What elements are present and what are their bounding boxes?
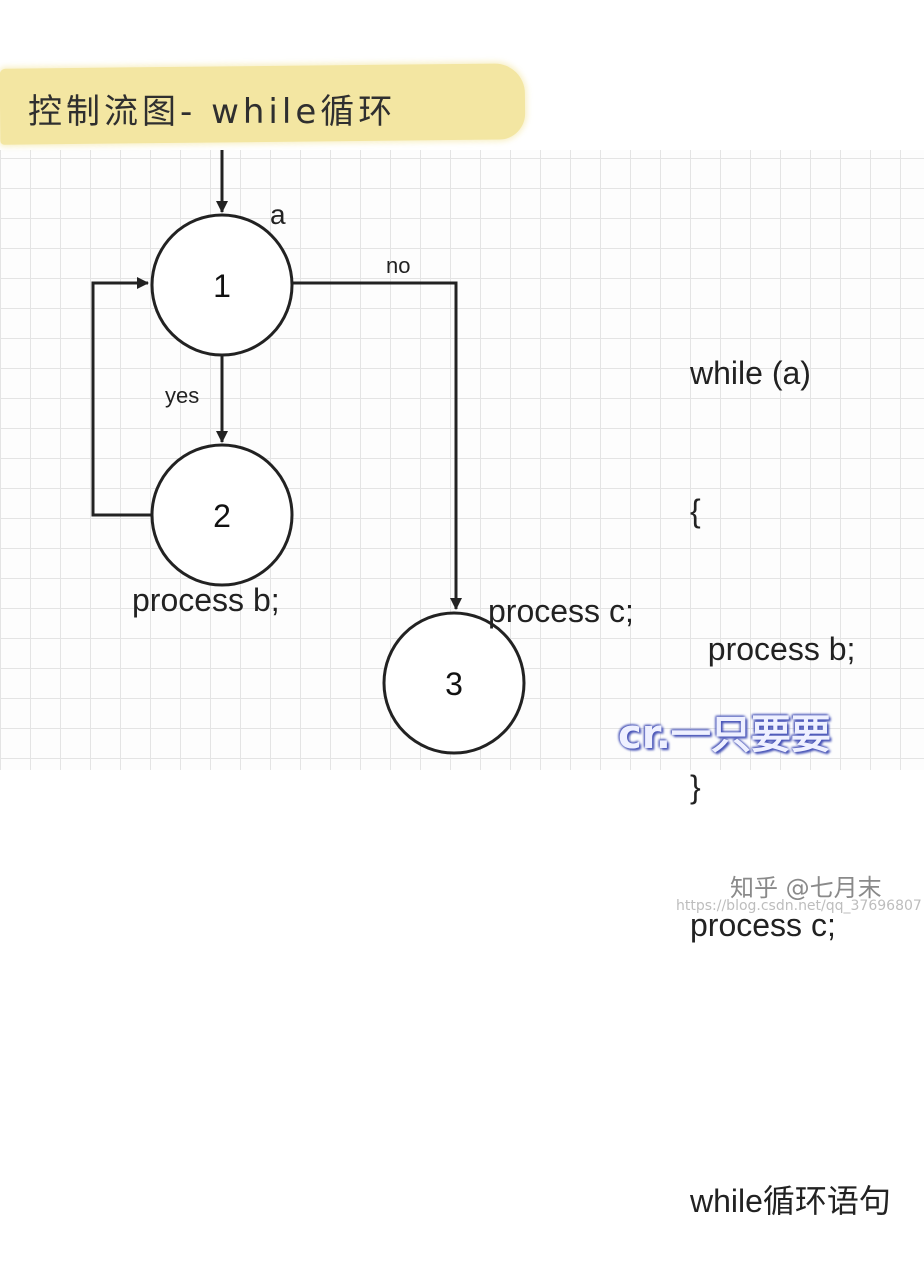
code-line: while (a)	[690, 355, 811, 391]
node-3: 3	[382, 611, 526, 755]
node-2-label: 2	[213, 498, 231, 534]
node-1: 1	[150, 213, 294, 357]
code-line: }	[690, 769, 701, 805]
author-watermark: cr.一只要要	[618, 712, 831, 758]
zhihu-credit: 知乎 @七月末	[730, 874, 882, 902]
code-snippet: while (a) { process b; } process c; whil…	[690, 258, 891, 1270]
control-flow-graph: 1 a yes 2 process b; no 3 process c;	[91, 150, 634, 755]
code-line: process b;	[690, 631, 856, 667]
code-line	[690, 1040, 891, 1086]
edge-no-label: no	[386, 253, 410, 278]
node-2: 2	[150, 443, 294, 587]
node-1-label: 1	[213, 268, 231, 304]
node-1-caption: a	[270, 199, 286, 230]
diagram-title: 控制流图- while循环	[28, 92, 397, 132]
node-2-caption: process b;	[132, 582, 280, 618]
node-3-label: 3	[445, 666, 463, 702]
code-line: {	[690, 493, 701, 529]
csdn-url-watermark: https://blog.csdn.net/qq_37696807	[676, 898, 922, 914]
edge-yes-label: yes	[165, 383, 199, 408]
grid-background	[0, 150, 924, 770]
node-3-caption: process c;	[488, 593, 634, 629]
edge-no	[292, 281, 462, 610]
code-line: while循环语句	[690, 1183, 891, 1219]
edge-loop-back	[91, 277, 152, 517]
